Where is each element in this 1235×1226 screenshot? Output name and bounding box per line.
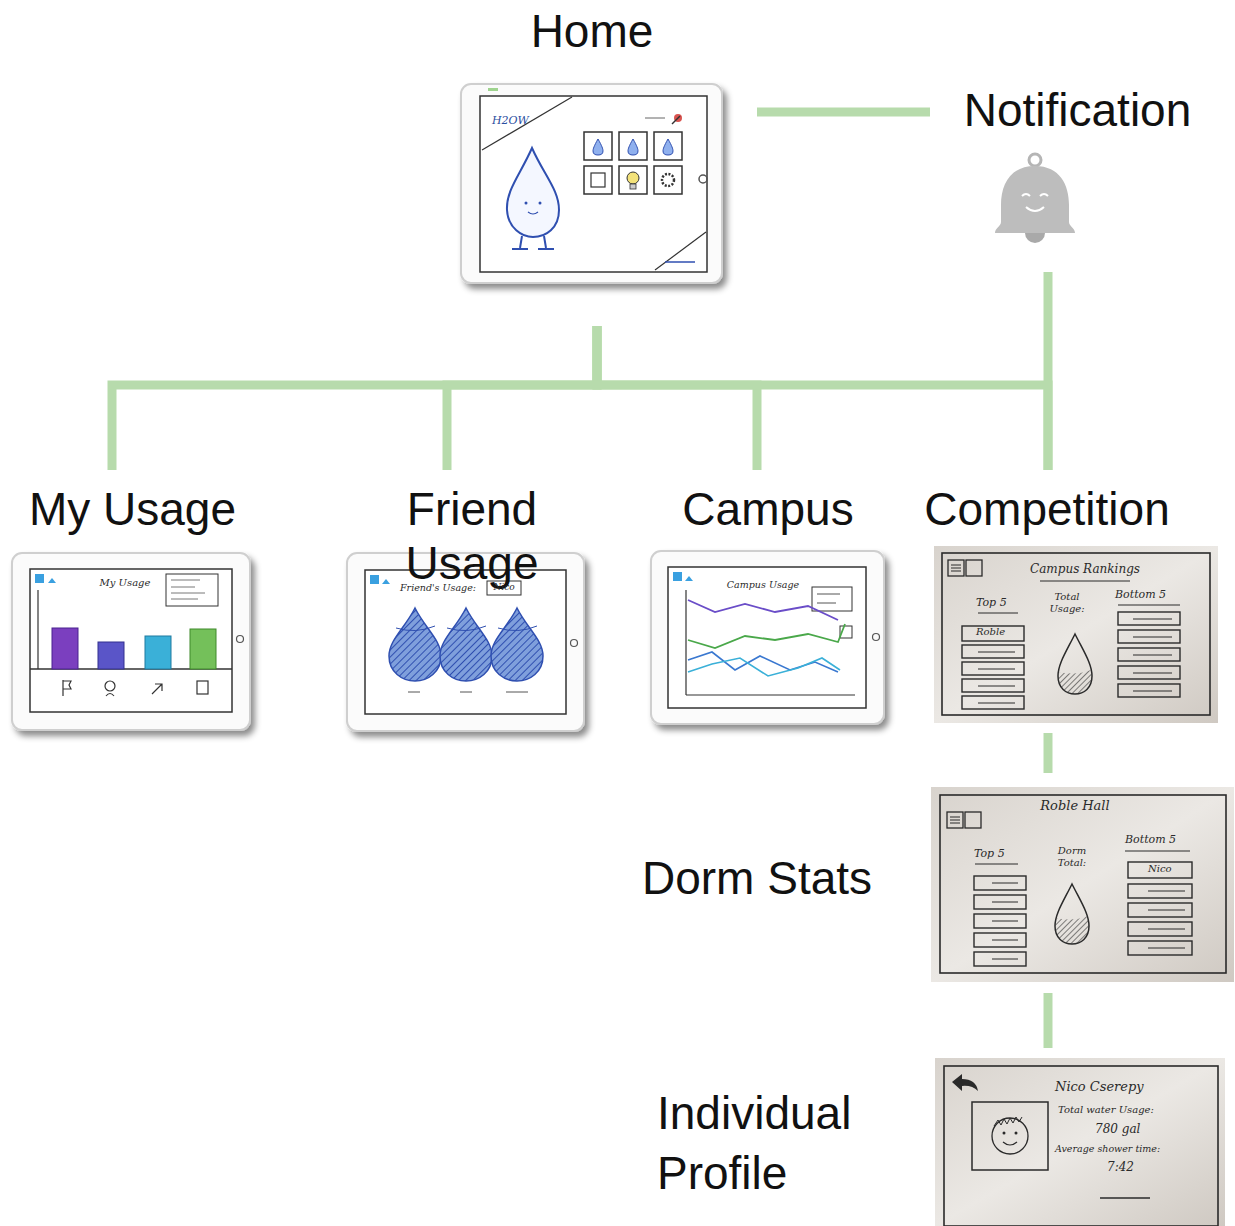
sketch-text: My Usage xyxy=(90,577,160,589)
sketch-text: 7:42 xyxy=(1107,1160,1167,1174)
individual-profile-sketch xyxy=(935,1058,1225,1226)
competition-node: CompetitionCampus RankingsTop 5 Total Usa… xyxy=(912,478,1222,726)
sketch-text: Average shower time: xyxy=(1055,1143,1215,1154)
my-usage-node: My Usage My Usage xyxy=(10,478,255,733)
sketch-text: H2OW xyxy=(492,114,552,127)
sketch-text: Bottom 5 xyxy=(1115,588,1181,601)
home-node: HomeH2OW xyxy=(461,0,723,284)
connector-line xyxy=(1048,272,1049,470)
connector-line xyxy=(112,326,597,470)
sketch-text: Friend's Usage: xyxy=(400,582,488,593)
dorm-stats-node: Dorm Stats Roble HallTop 5 Dorm Total: Bott… xyxy=(640,785,1235,985)
sketch-text: Total water Usage: xyxy=(1058,1104,1218,1116)
connector-line xyxy=(597,326,1048,470)
connector-line xyxy=(597,326,757,470)
sketch-text: Campus Rankings xyxy=(1025,562,1145,576)
campus-node: CampusCampus Usage xyxy=(648,478,888,728)
campus-rankings-sketch xyxy=(934,546,1218,723)
sketch-text: Nico xyxy=(488,582,520,593)
sketch-text: Dorm Total: xyxy=(1047,845,1097,869)
screen-title: My Usage xyxy=(10,482,255,536)
screen-title: Competition xyxy=(912,482,1182,536)
friend-usage-node: Friend UsageFriend's Usage:Nico xyxy=(334,478,610,733)
sketch-text: Nico xyxy=(1148,863,1192,875)
my-usage-screen xyxy=(12,553,250,730)
connector-line xyxy=(447,326,597,470)
sketch-text: Top 5 xyxy=(974,847,1022,860)
screen-title: Individual Profile xyxy=(657,1083,882,1203)
sketch-text: Campus Usage xyxy=(723,579,803,590)
screen-title: Campus xyxy=(648,482,888,536)
dorm-stats-sketch xyxy=(931,787,1234,982)
campus-usage-screen xyxy=(651,551,884,724)
sketch-text: 780 gal xyxy=(1095,1122,1175,1136)
screen-title: Friend Usage xyxy=(334,482,610,590)
screen-title: Home xyxy=(461,4,723,58)
sketch-text: Top 5 xyxy=(976,596,1020,609)
sketch-text: Roble xyxy=(976,626,1022,638)
sketch-text: Bottom 5 xyxy=(1125,833,1195,846)
sketch-text: Total Usage: xyxy=(1043,591,1091,615)
connector-line xyxy=(1048,733,1049,773)
sketch-text: Nico Cserepy xyxy=(1055,1079,1185,1095)
screen-title: Notification xyxy=(945,83,1210,137)
notification-node: Notification xyxy=(945,75,1210,247)
connector-line xyxy=(1048,993,1049,1048)
connector-line xyxy=(757,112,930,113)
home-screen xyxy=(461,84,722,283)
individual-profile-node: Individual Profile Nico CserepyTotal wate… xyxy=(650,1055,1230,1226)
bell-icon xyxy=(995,154,1075,243)
sketch-text: Roble Hall xyxy=(1020,798,1130,814)
screen-title: Dorm Stats xyxy=(642,851,882,905)
